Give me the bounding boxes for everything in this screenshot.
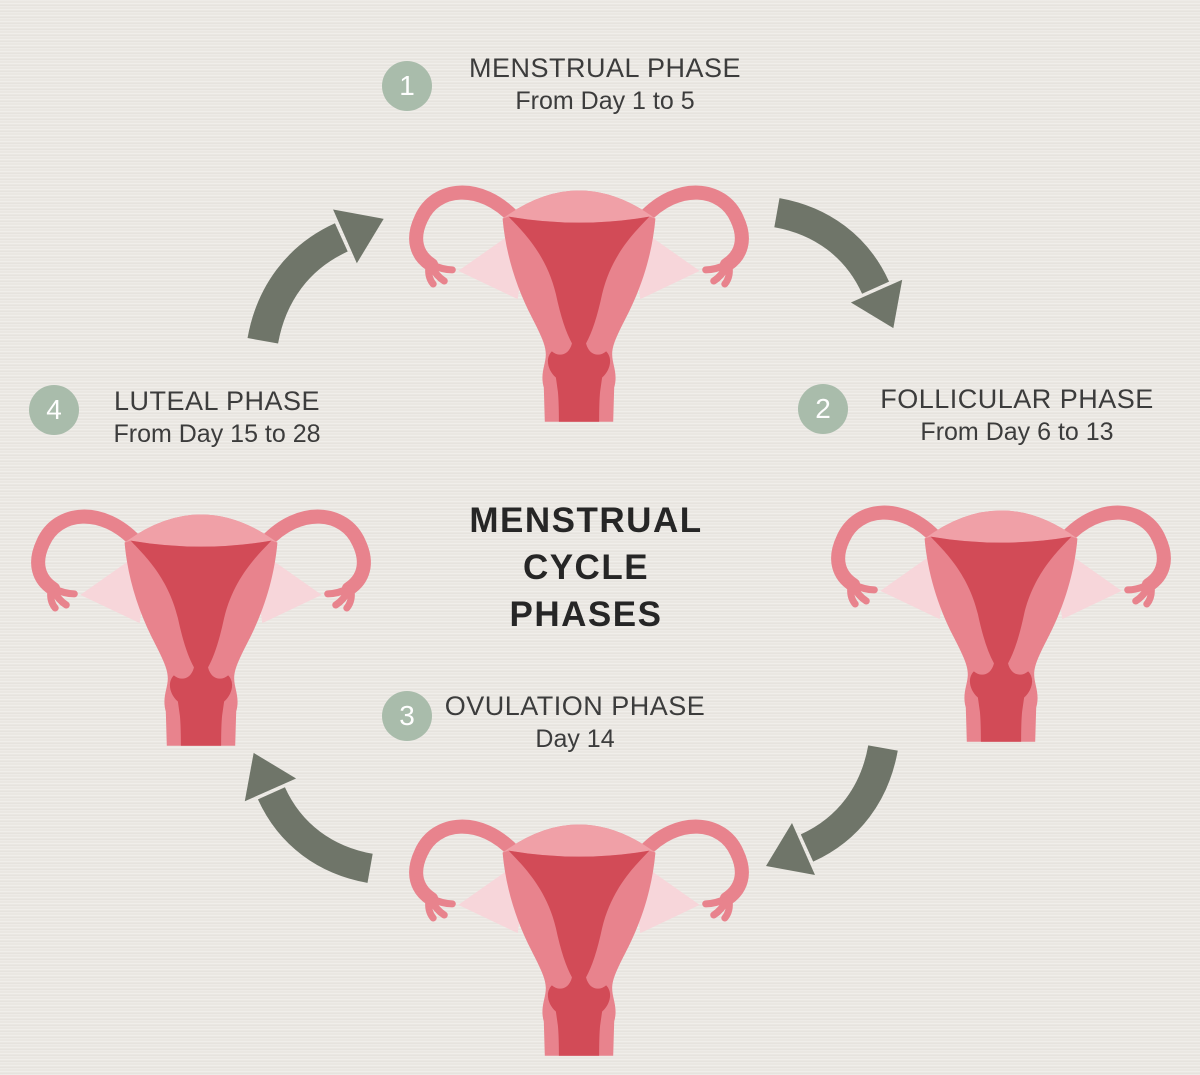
curved-arrow-4-to-1-icon: [238, 193, 393, 348]
phase-4-days: From Day 15 to 28: [113, 420, 321, 448]
curved-arrow-3-to-4-icon: [229, 744, 377, 892]
phase-1-label: MENSTRUAL PHASE From Day 1 to 5: [450, 51, 760, 117]
curved-arrow-1-to-2-icon: [770, 189, 918, 337]
phase-3-number-badge: 3: [382, 691, 432, 741]
phase-3-name: OVULATION PHASE: [444, 691, 706, 721]
phase-4-label: LUTEAL PHASE From Day 15 to 28: [62, 384, 372, 450]
phase-3-label: OVULATION PHASE Day 14: [420, 689, 730, 755]
uterus-illustration-menstrual: [398, 148, 760, 425]
page-title-line1: MENSTRUAL: [469, 501, 703, 540]
phase-1-number-badge: 1: [382, 61, 432, 111]
page-title-line2: CYCLE PHASES: [509, 548, 663, 634]
curved-arrow-2-to-3-icon: [757, 741, 907, 891]
uterus-illustration-ovulation: [398, 782, 760, 1059]
uterus-illustration-luteal: [20, 472, 382, 749]
phase-4-number-badge: 4: [29, 385, 79, 435]
uterus-illustration-follicular: [820, 468, 1182, 745]
phase-4-name: LUTEAL PHASE: [113, 386, 321, 416]
phase-2-name: FOLLICULAR PHASE: [880, 384, 1154, 414]
phase-2-number-badge: 2: [798, 384, 848, 434]
phase-2-label: FOLLICULAR PHASE From Day 6 to 13: [862, 382, 1172, 448]
phase-1-days: From Day 1 to 5: [515, 87, 695, 115]
page-title: MENSTRUAL CYCLE PHASES: [436, 497, 736, 638]
phase-2-days: From Day 6 to 13: [920, 418, 1114, 446]
phase-3-days: Day 14: [535, 725, 615, 753]
phase-1-name: MENSTRUAL PHASE: [468, 53, 742, 83]
